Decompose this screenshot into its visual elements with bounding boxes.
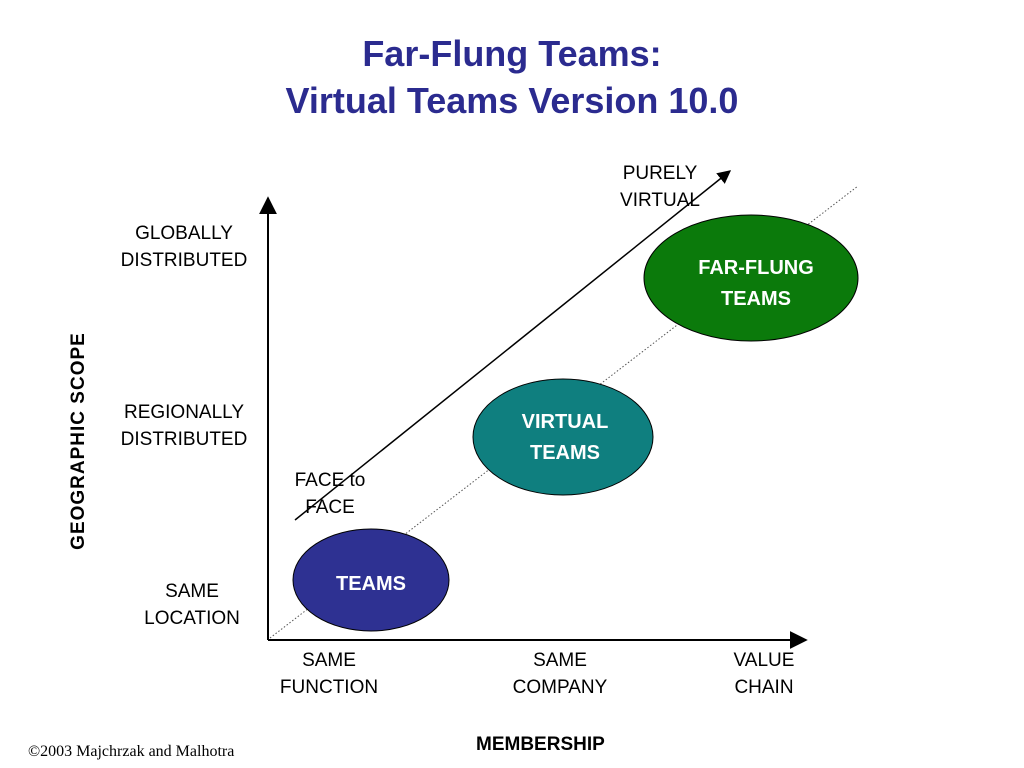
x-level-2-line-1: VALUE [733,650,795,671]
arrow-start-label: FACE to FACE [270,467,390,521]
y-level-0-line-2: DISTRIBUTED [120,250,248,271]
arrow-start-line-2: FACE [305,497,355,518]
y-level-same-location: SAME LOCATION [112,578,272,632]
title-line-2: Virtual Teams Version 10.0 [285,80,739,121]
y-axis-title: GEOGRAPHIC SCOPE [68,332,89,550]
arrow-end-line-1: PURELY [622,163,698,184]
y-level-1-line-1: REGIONALLY [123,402,245,423]
y-level-0-line-1: GLOBALLY [135,223,233,244]
slide-title: Far-Flung Teams: Virtual Teams Version 1… [0,30,1024,124]
far-flung-label-line-2: TEAMS [721,288,791,310]
teams-ellipse [292,528,450,632]
y-level-1-line-2: DISTRIBUTED [120,429,248,450]
virtual-teams-ellipse [472,378,654,496]
far-flung-teams-ellipse [643,214,859,342]
arrow-start-line-1: FACE to [294,470,366,491]
far-flung-teams-ellipse-label: FAR-FLUNG TEAMS [666,253,846,315]
x-level-0-line-1: SAME [302,650,356,671]
teams-ellipse-label: TEAMS [306,569,436,600]
virtual-teams-label-line-1: VIRTUAL [521,411,609,433]
y-level-regionally-distributed: REGIONALLY DISTRIBUTED [104,399,264,453]
x-level-value-chain: VALUE CHAIN [684,647,844,701]
x-level-same-function: SAME FUNCTION [249,647,409,701]
x-axis-title: MEMBERSHIP [476,734,605,755]
x-level-1-line-2: COMPANY [512,677,608,698]
virtuality-arrow [294,170,732,521]
x-level-1-line-1: SAME [533,650,587,671]
virtual-teams-label-line-2: TEAMS [530,442,600,464]
teams-label-line-1: TEAMS [336,573,406,595]
x-level-same-company: SAME COMPANY [480,647,640,701]
y-level-2-line-1: SAME [165,581,219,602]
arrow-end-line-2: VIRTUAL [620,190,700,211]
y-level-2-line-2: LOCATION [144,608,240,629]
y-level-globally-distributed: GLOBALLY DISTRIBUTED [104,220,264,274]
virtual-teams-ellipse-label: VIRTUAL TEAMS [485,407,645,469]
title-line-1: Far-Flung Teams: [362,33,662,74]
copyright-notice: ©2003 Majchrzak and Malhotra [28,743,235,760]
x-level-0-line-2: FUNCTION [279,677,379,698]
x-level-2-line-2: CHAIN [734,677,794,698]
far-flung-label-line-1: FAR-FLUNG [698,257,814,279]
arrow-end-label: PURELY VIRTUAL [590,160,730,214]
